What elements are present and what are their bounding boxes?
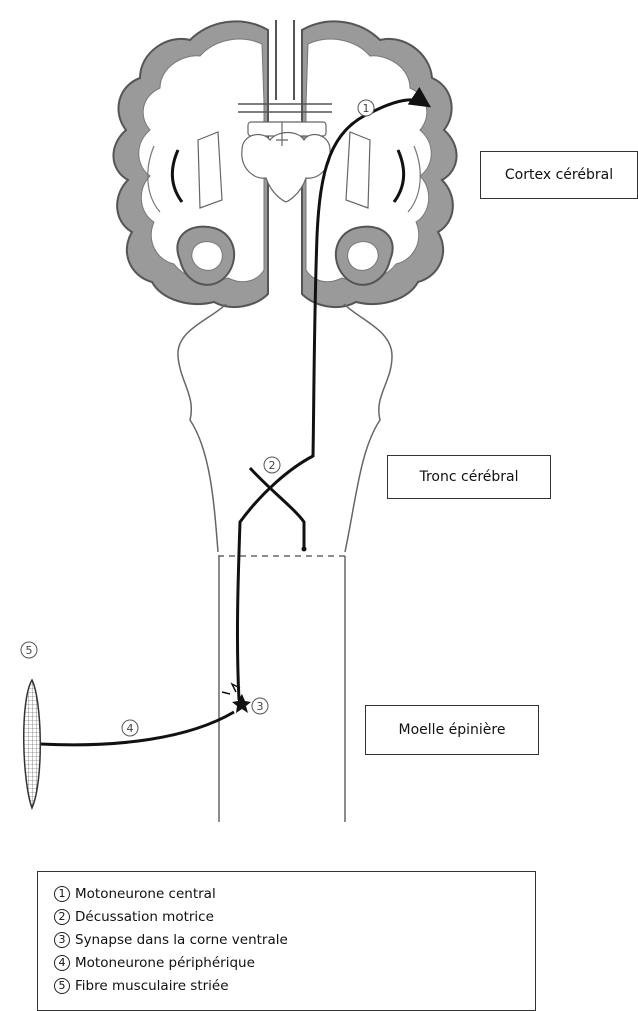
marker-1: 1	[358, 100, 374, 116]
legend-number: 5	[54, 978, 70, 994]
legend-item: 4 Motoneurone périphérique	[54, 951, 535, 974]
marker-4: 4	[122, 720, 138, 736]
longitudinal-fissure	[276, 20, 294, 100]
legend-text: Fibre musculaire striée	[75, 978, 229, 994]
label-tronc-cerebral: Tronc cérébral	[387, 455, 551, 499]
label-cortex-cerebral: Cortex cérébral	[480, 151, 638, 199]
brain-coronal-section	[113, 20, 456, 307]
marker-2: 2	[264, 457, 280, 473]
svg-text:1: 1	[363, 102, 370, 115]
legend-text: Décussation motrice	[75, 909, 214, 925]
legend-text: Motoneurone périphérique	[75, 955, 255, 971]
legend: 1 Motoneurone central 2 Décussation motr…	[37, 871, 536, 1011]
legend-number: 4	[54, 955, 70, 971]
legend-item: 5 Fibre musculaire striée	[54, 974, 535, 997]
label-moelle-epiniere: Moelle épinière	[365, 705, 539, 755]
striated-muscle-fibre	[24, 680, 41, 808]
branch-terminal	[302, 547, 307, 552]
legend-item: 3 Synapse dans la corne ventrale	[54, 928, 535, 951]
legend-item: 1 Motoneurone central	[54, 882, 535, 905]
legend-number: 2	[54, 909, 70, 925]
svg-text:5: 5	[26, 644, 33, 657]
legend-number: 3	[54, 932, 70, 948]
synapse-marker	[222, 684, 251, 713]
svg-text:3: 3	[257, 700, 264, 713]
brainstem-outline	[178, 304, 392, 552]
temporal-lobes	[177, 227, 392, 285]
legend-text: Motoneurone central	[75, 886, 216, 902]
legend-text: Synapse dans la corne ventrale	[75, 932, 288, 948]
marker-5: 5	[21, 642, 37, 658]
legend-item: 2 Décussation motrice	[54, 905, 535, 928]
svg-text:4: 4	[127, 722, 134, 735]
marker-3: 3	[252, 698, 268, 714]
svg-text:2: 2	[269, 459, 276, 472]
legend-number: 1	[54, 886, 70, 902]
